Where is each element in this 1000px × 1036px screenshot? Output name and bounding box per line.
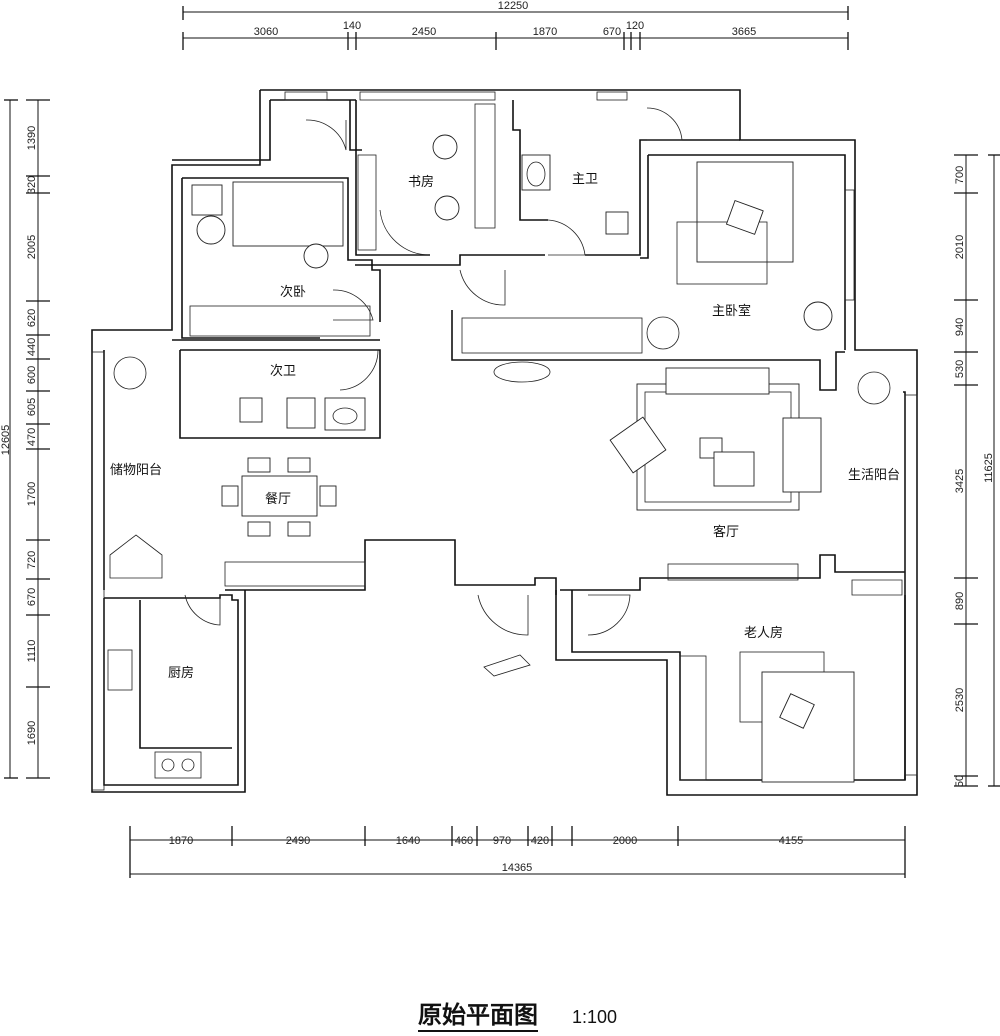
top-dim-4: 1870 [533,26,557,38]
top-dim-6: 120 [626,20,644,32]
windows [91,91,918,791]
top-dim-2: 140 [343,20,361,32]
left-dim-9: 1700 [26,482,38,506]
left-dim-3: 2005 [26,235,38,259]
right-dim-3: 940 [954,318,966,336]
left-dim-12: 1110 [26,640,38,663]
left-dim-5: 440 [26,338,38,356]
room-label-living: 客厅 [713,524,739,540]
doors [184,107,683,636]
right-dim-8: 50 [954,775,966,787]
right-dim-4: 530 [954,360,966,378]
furniture [107,103,903,783]
room-label-study: 书房 [408,174,434,190]
plan-title: 原始平面图 [418,1000,538,1032]
left-dim-4: 620 [26,309,38,327]
right-dim-2: 2010 [954,235,966,259]
right-dimensions: 700 2010 940 530 3425 890 2530 50 11625 [954,154,1000,787]
top-dim-1: 3060 [254,26,278,38]
bottom-dim-1: 1870 [169,835,193,847]
bottom-dim-3: 1640 [396,835,420,847]
left-dim-8: 470 [26,428,38,446]
room-labels: 书房 主卫 次卧 主卧室 次卫 储物阳台 餐厅 客厅 生活阳台 厨房 老人房 [110,172,900,681]
bottom-dim-8: 4155 [779,835,803,847]
left-dim-11: 670 [26,588,38,606]
plan-scale: 1:100 [572,1007,618,1027]
bottom-dim-2: 2490 [286,835,310,847]
left-dim-1: 1390 [26,126,38,150]
floor-plan: 12250 3060 140 2450 1870 670 120 3665 18… [0,0,1000,878]
room-label-storage-balcony: 储物阳台 [110,463,162,478]
room-label-second-bedroom: 次卧 [280,284,306,300]
bottom-dimensions: 1870 2490 1640 460 970 420 2000 4155 143… [129,826,906,878]
room-label-kitchen: 厨房 [168,665,194,681]
room-label-dining: 餐厅 [265,491,291,507]
top-dim-3: 2450 [412,26,436,38]
room-label-living-balcony: 生活阳台 [848,468,900,483]
left-dim-2: 320 [26,176,38,194]
top-dim-7: 3665 [732,26,756,38]
right-dim-1: 700 [954,166,966,184]
top-dimensions: 12250 3060 140 2450 1870 670 120 3665 [182,0,849,50]
room-label-master-bedroom: 主卧室 [712,303,751,319]
top-total-dim: 12250 [498,0,529,12]
left-dim-7: 605 [26,398,38,416]
right-dim-6: 890 [954,592,966,610]
bottom-dim-4: 460 [455,835,473,847]
room-label-elder-room: 老人房 [744,625,783,641]
right-dim-5: 3425 [954,469,966,493]
room-label-second-bath: 次卫 [270,363,296,379]
left-dim-6: 600 [26,366,38,384]
bottom-total-dim: 14365 [502,862,533,874]
title-block: 原始平面图 1:100 [418,1000,617,1034]
right-dim-7: 2530 [954,688,966,712]
room-label-master-bath: 主卫 [572,172,598,187]
top-dim-5: 670 [603,26,621,38]
left-total-dim: 12605 [0,425,12,456]
right-total-dim: 11625 [983,453,995,483]
left-dimensions: 12605 1390 320 2005 620 440 600 605 470 … [0,99,50,779]
left-dim-13: 1690 [26,721,38,745]
bottom-dim-6: 420 [531,835,549,847]
bottom-dim-7: 2000 [613,835,637,847]
bottom-dim-5: 970 [493,835,511,847]
left-dim-10: 720 [26,551,38,569]
